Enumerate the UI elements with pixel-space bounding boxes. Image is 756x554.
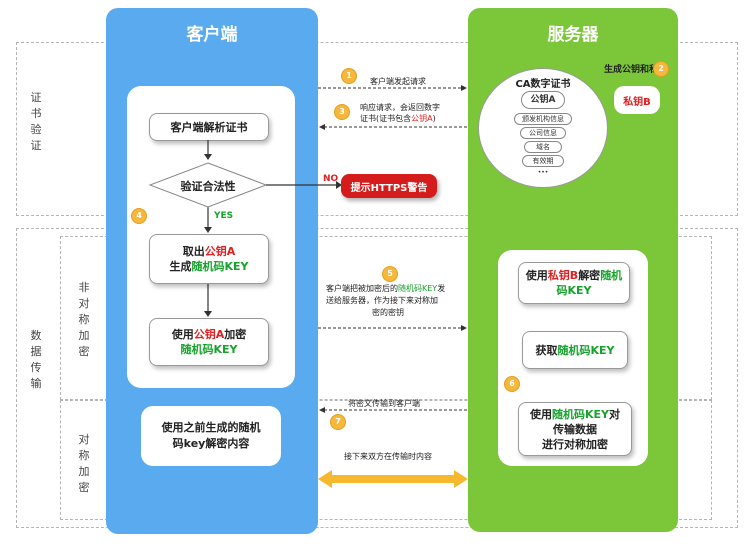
verify-diamond [148, 162, 268, 208]
parse-cert-step: 客户端解析证书 [149, 113, 269, 141]
asym-encrypt-label: 非对称加密 [78, 281, 90, 358]
private-key-box: 私钥B [614, 86, 660, 114]
private-key-text: 私钥B [623, 96, 651, 108]
verify-label: 验证合法性 [180, 180, 236, 193]
ca-title: CA数字证书 [515, 79, 571, 90]
msg-5-line3: 密的密钥 [372, 308, 404, 317]
msg-8: 接下来双方在传输时内容 [344, 452, 432, 461]
get-key-step: 获取随机码KEY [522, 331, 628, 369]
decrypt-key-step: 使用私钥B解密随机 码KEY [518, 262, 630, 304]
asym-encrypt-section [60, 236, 712, 400]
take-key-red: 公钥A [204, 245, 236, 258]
get-pre: 获取 [535, 343, 558, 357]
warning-text: 提示HTTPS警告 [350, 182, 428, 194]
msg-5-line1: 客户端把被加密后的随机码KEY发 [326, 284, 445, 294]
parse-cert-text: 客户端解析证书 [170, 120, 248, 134]
msg-3-pre: 证书(证书包含 [360, 114, 412, 123]
step-badge-1: 1 [341, 68, 357, 84]
warning-box: 提示HTTPS警告 [341, 174, 437, 198]
cert-more: ••• [537, 169, 549, 176]
msg-5-line2: 送给服务器，作为接下来对称加 [326, 296, 438, 305]
sym-encrypt-step: 使用随机码KEY对 传输数据 进行对称加密 [518, 402, 632, 456]
enc-red: 公钥A [193, 328, 225, 341]
sym-encrypt-section [60, 400, 712, 520]
msg-5-green: 随机码KEY [398, 284, 438, 293]
decrypt-text: 使用之前生成的随机码key解密内容 [161, 421, 261, 450]
step-badge-3: 3 [334, 104, 350, 120]
data-transfer-label: 数据传输 [30, 329, 42, 390]
sym-line3: 进行对称加密 [542, 437, 608, 451]
msg-3-post: ) [432, 114, 436, 123]
enc-pre: 使用 [171, 328, 194, 341]
server-title: 服务器 [547, 25, 599, 45]
msg-7: 将密文传输到客户端 [348, 399, 420, 408]
decrypt-panel: 使用之前生成的随机码key解密内容 [141, 406, 281, 466]
step-badge-7: 7 [330, 414, 346, 430]
cert-field-domain: 域名 [524, 141, 562, 153]
sync-arrow [318, 470, 468, 488]
msg-1: 客户端发起请求 [370, 77, 426, 86]
data-transfer-section [16, 228, 738, 528]
gen-keys-label: 生成公钥和私钥 [604, 65, 668, 75]
step-badge-2: 2 [653, 61, 669, 77]
step-badge-6: 6 [504, 376, 520, 392]
gen-key-green: 随机码KEY [191, 260, 249, 273]
sym-green: 随机码KEY [551, 407, 609, 421]
dec-pre: 使用 [525, 269, 548, 282]
step-badge-5: 5 [382, 266, 398, 282]
yes-label: YES [214, 211, 234, 221]
cert-field-issuer: 颁发机构信息 [514, 113, 572, 125]
take-key-pre: 取出 [182, 245, 205, 258]
msg-5-post: 发 [437, 284, 446, 293]
sym-post: 对 [609, 407, 620, 421]
enc-post: 加密 [224, 328, 247, 341]
dec-post: 解密 [578, 269, 601, 282]
dec-green: 随机 [600, 269, 623, 282]
sym-pre: 使用 [529, 407, 552, 421]
gen-key-pre: 生成 [169, 260, 192, 273]
cert-verify-label: 证书验证 [30, 91, 42, 152]
enc-green: 随机码KEY [180, 343, 238, 356]
no-label: NO [323, 174, 339, 184]
cert-verify-section [16, 42, 738, 216]
msg-3-line1: 响应请求，会返回数字 [360, 103, 440, 112]
msg-5-pre: 客户端把被加密后的 [326, 284, 398, 293]
client-title: 客户端 [186, 25, 238, 45]
dec-red: 私钥B [547, 269, 579, 282]
step-badge-4: 4 [131, 208, 147, 224]
public-key-pill: 公钥A [521, 91, 565, 109]
get-green: 随机码KEY [557, 343, 615, 357]
sym-encrypt-label: 对称加密 [78, 433, 90, 494]
msg-3-line2: 证书(证书包含公钥A) [360, 114, 436, 124]
dec-green-2: 码KEY [556, 284, 592, 297]
cert-field-validity: 有效期 [522, 155, 564, 167]
msg-3-red: 公钥A [411, 114, 433, 123]
encrypt-key-step: 使用公钥A加密 随机码KEY [149, 318, 269, 366]
sym-line2: 传输数据 [553, 422, 597, 436]
ca-cert-circle: CA数字证书 公钥A 颁发机构信息 公司信息 域名 有效期 ••• [478, 68, 608, 188]
cert-field-company: 公司信息 [520, 127, 566, 139]
take-key-step: 取出公钥A 生成随机码KEY [149, 234, 269, 284]
